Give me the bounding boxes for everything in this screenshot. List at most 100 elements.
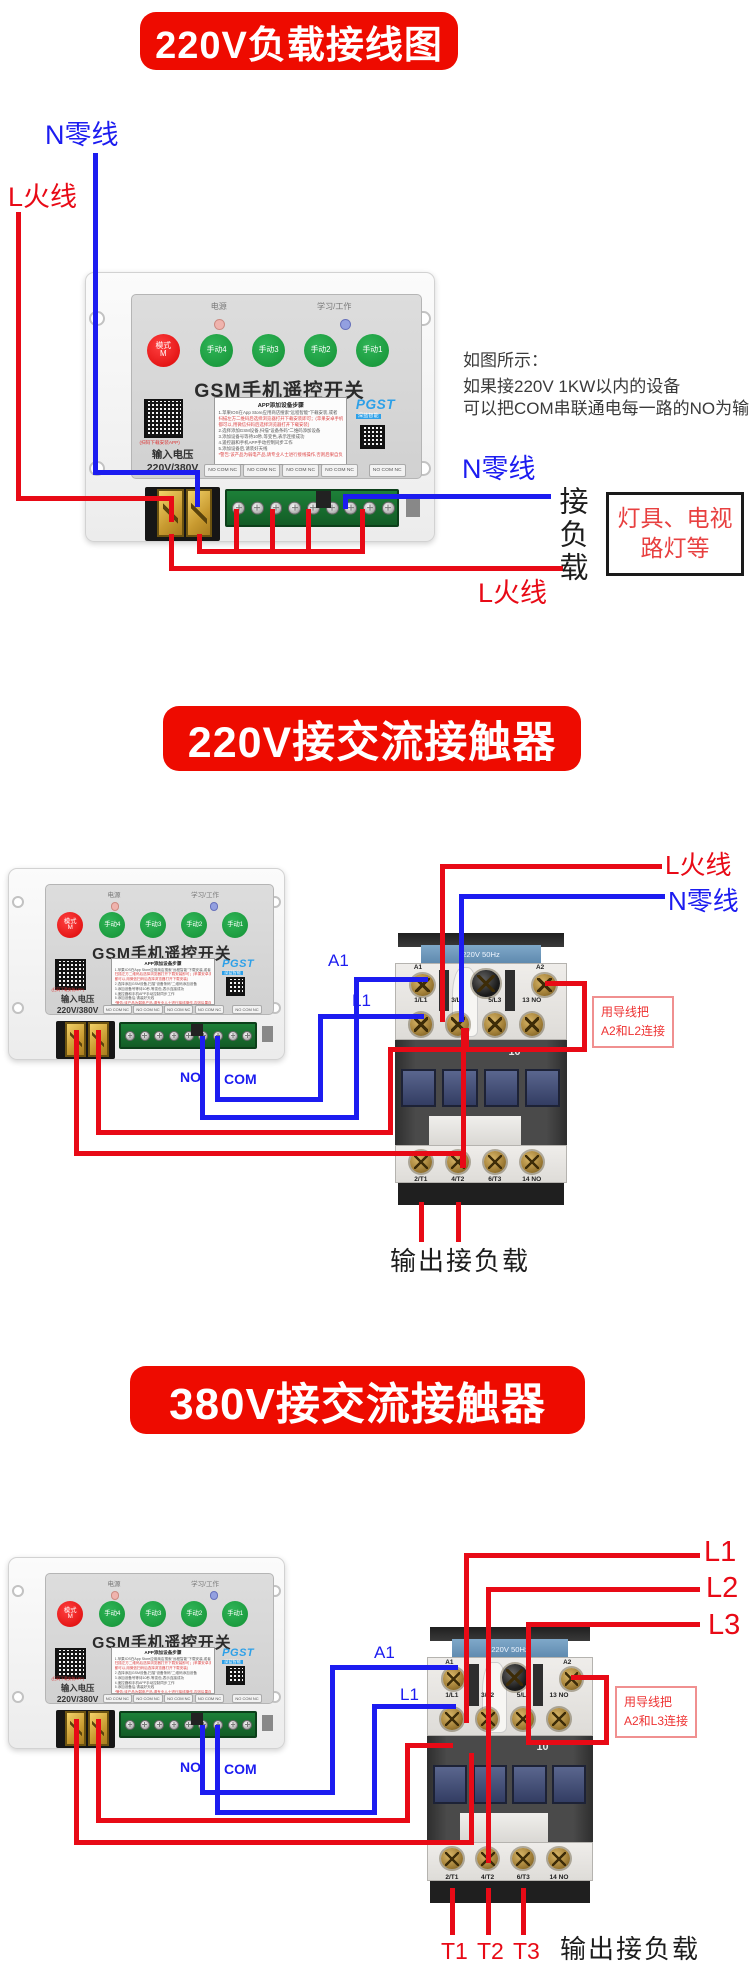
contactor-body: 10	[395, 1040, 567, 1148]
qr-code-icon	[143, 399, 183, 439]
s3-a2-l3-jumper	[604, 1675, 609, 1745]
s2-device-power-wire	[74, 1030, 79, 1156]
contactor-rating-strip: 220V 50Hz	[420, 945, 542, 965]
terminal-chip-label: NO COM NC	[232, 1004, 262, 1015]
rating-text: 220V 50Hz	[462, 950, 500, 960]
s3-l1-wire	[464, 1553, 700, 1558]
power-led-icon	[110, 1590, 120, 1600]
s2-a2-l2-jumper	[582, 981, 587, 1052]
s1-load-box-line2: 路灯等	[640, 535, 710, 561]
ac-contactor: 220V 50Hz A1 A2 1/L1 3/L2 5/L3 13 NO 10 …	[395, 933, 567, 1205]
gsm-device: 电源 学习/工作 模式 M 手动4 手动3 手动2 手动1 GSM手机遥控开关 …	[8, 868, 285, 1060]
s2-a2-l2-jumper	[545, 981, 587, 986]
terminal-row	[86, 482, 434, 541]
contactor-top-edge	[430, 1627, 590, 1641]
terminal-chip-label: NO COM NC	[164, 1004, 194, 1015]
instructions-line: 2.选择添加GSM设备,扫描"设备条码"二维码添加设备	[218, 428, 321, 434]
instructions-box: APP添加设备步骤 1.苹果IOS在App Store应用商店搜索"远程智能"下…	[110, 1646, 216, 1695]
s3-l1-wire	[464, 1553, 469, 1723]
terminal-screw-icon	[183, 1719, 194, 1730]
terminal-13no-screw	[548, 1708, 570, 1730]
terminal-13no-screw	[520, 1013, 543, 1036]
component-block	[315, 491, 332, 508]
instructions-title: APP添加设备步骤	[144, 1649, 182, 1655]
manual1-button: 手动1	[355, 333, 390, 367]
s1-neutral-label-right: N零线	[462, 454, 536, 484]
s2-no-label: NO	[180, 1069, 201, 1085]
terminal-5l3-label: 5/L3	[516, 1691, 530, 1699]
power-led-label: 电源	[107, 1581, 121, 1589]
s1-neutral-wire	[93, 470, 200, 475]
instructions-title: APP添加设备步骤	[257, 403, 304, 410]
s3-t1-label: T1	[441, 1938, 468, 1964]
instructions-line: 2.选择添加GSM设备,扫描"设备条码"二维码添加设备	[114, 1670, 197, 1675]
relay-terminal-strip	[119, 1022, 257, 1049]
s2-no-to-a1-wire	[200, 1115, 359, 1120]
s1-load-live-wire	[169, 566, 563, 571]
s1-neutral-wire	[93, 153, 98, 475]
rating-text: 220V 50Hz	[491, 1644, 529, 1654]
instructions-box: APP添加设备步骤 1.苹果IOS在App Store应用商店搜索"远程智能"下…	[110, 957, 216, 1006]
manual4-button: 手动4	[99, 912, 126, 939]
manual1-button: 手动1	[222, 1601, 249, 1628]
brand-logo: PGST 深蓝智能	[222, 1647, 254, 1665]
s1-neutral-wire	[195, 473, 200, 507]
instructions-line: 扫描左方二维码后选择浏览器打开下载安装即可；(苹果安卓手机	[218, 416, 344, 422]
qr-caption: (扫码下载安装APP)	[51, 987, 85, 992]
body-white-band	[460, 1812, 549, 1845]
terminal-13no-label: 13 NO	[549, 1691, 569, 1699]
learn-led-icon	[340, 319, 351, 331]
input-voltage-label: 输入电压	[60, 1682, 95, 1693]
s3-device-power-wire	[405, 1743, 453, 1748]
s3-jumper-note: 用导线把 A2和L3连接	[615, 1686, 698, 1739]
terminal-6t3-screw	[512, 1847, 535, 1870]
s3-device-power-wire	[74, 1840, 474, 1845]
terminal-screw-icon	[227, 1030, 238, 1041]
instructions-line: 3.添加设备号等待10秒,等变色,表示连接成功	[114, 1675, 185, 1680]
s3-com-to-l1-wire	[372, 1704, 456, 1709]
learn-led-label: 学习/工作	[191, 1581, 219, 1589]
device-panel: 电源 学习/工作 模式 M 手动4 手动3 手动2 手动1 GSM手机遥控开关 …	[44, 1573, 275, 1705]
s1-com-jumper-wire	[306, 509, 311, 553]
s2-com-to-l1-wire	[318, 1014, 323, 1102]
terminal-screw-icon	[288, 501, 302, 515]
s2-live-wire	[440, 864, 445, 1022]
qr-code-icon	[54, 958, 86, 990]
s3-no-to-a1-wire	[330, 1665, 335, 1795]
s1-load-neutral-wire	[343, 496, 348, 509]
s1-com-jumper-wire	[197, 549, 365, 554]
manual3-label: 手动3	[258, 345, 279, 355]
learn-led-label: 学习/工作	[191, 892, 219, 900]
qr-code-icon	[54, 1647, 86, 1679]
s3-output-label: 输出接负载	[560, 1934, 701, 1964]
contact-window	[512, 1764, 547, 1805]
terminal-chip-label: NO COM NC	[133, 1693, 163, 1704]
s2-neutral-label: N零线	[668, 886, 739, 916]
manual2-button: 手动2	[181, 1601, 208, 1628]
terminal-screw-icon	[227, 1719, 238, 1730]
terminal-a2-label: A2	[563, 1658, 572, 1666]
contactor-rating-strip: 220V 50Hz	[451, 1639, 569, 1659]
s3-com-to-l1-wire	[215, 1725, 220, 1815]
s2-l1-label: L1	[352, 991, 371, 1010]
input-voltage-value: 220V/380V	[56, 1004, 99, 1015]
s3-device-power-wire	[96, 1719, 101, 1823]
input-voltage: 输入电压 220V/380V	[139, 449, 205, 476]
manual1-button: 手动1	[222, 912, 249, 939]
instructions-line: *警告:该产品为弱电产品,请专业人士进行接线操作,否则后果自负!	[114, 1001, 212, 1006]
contact-window	[524, 1068, 561, 1108]
terminal-chip-label: NO COM NC	[102, 1693, 132, 1704]
learn-led-icon	[209, 901, 219, 911]
terminal-14no-screw	[520, 1150, 543, 1173]
s3-t3-label: T3	[513, 1938, 540, 1964]
instructions-line: 4.遥控器和手机APP手动控制同步工作	[218, 440, 293, 446]
device-panel: 电源 学习/工作 模式 M 手动4 手动3 手动2 手动1 GSM手机遥控开关 …	[131, 294, 422, 479]
s1-load-box-line1: 灯具、电视	[617, 505, 733, 532]
instructions-line: 都可以,用微信扫码后选择浏览器打开下载安装)	[114, 977, 189, 982]
device-panel: 电源 学习/工作 模式 M 手动4 手动3 手动2 手动1 GSM手机遥控开关 …	[44, 884, 275, 1016]
brand-subtitle: 深蓝智能	[222, 1658, 243, 1665]
instructions-box: APP添加设备步骤 1.苹果IOS在App Store应用商店搜索"远程智能"下…	[214, 397, 348, 465]
terminal-6t3-label: 6/T3	[488, 1176, 502, 1184]
brand-name: PGST	[222, 957, 255, 970]
s2-output-label: 输出接负载	[390, 1246, 531, 1276]
